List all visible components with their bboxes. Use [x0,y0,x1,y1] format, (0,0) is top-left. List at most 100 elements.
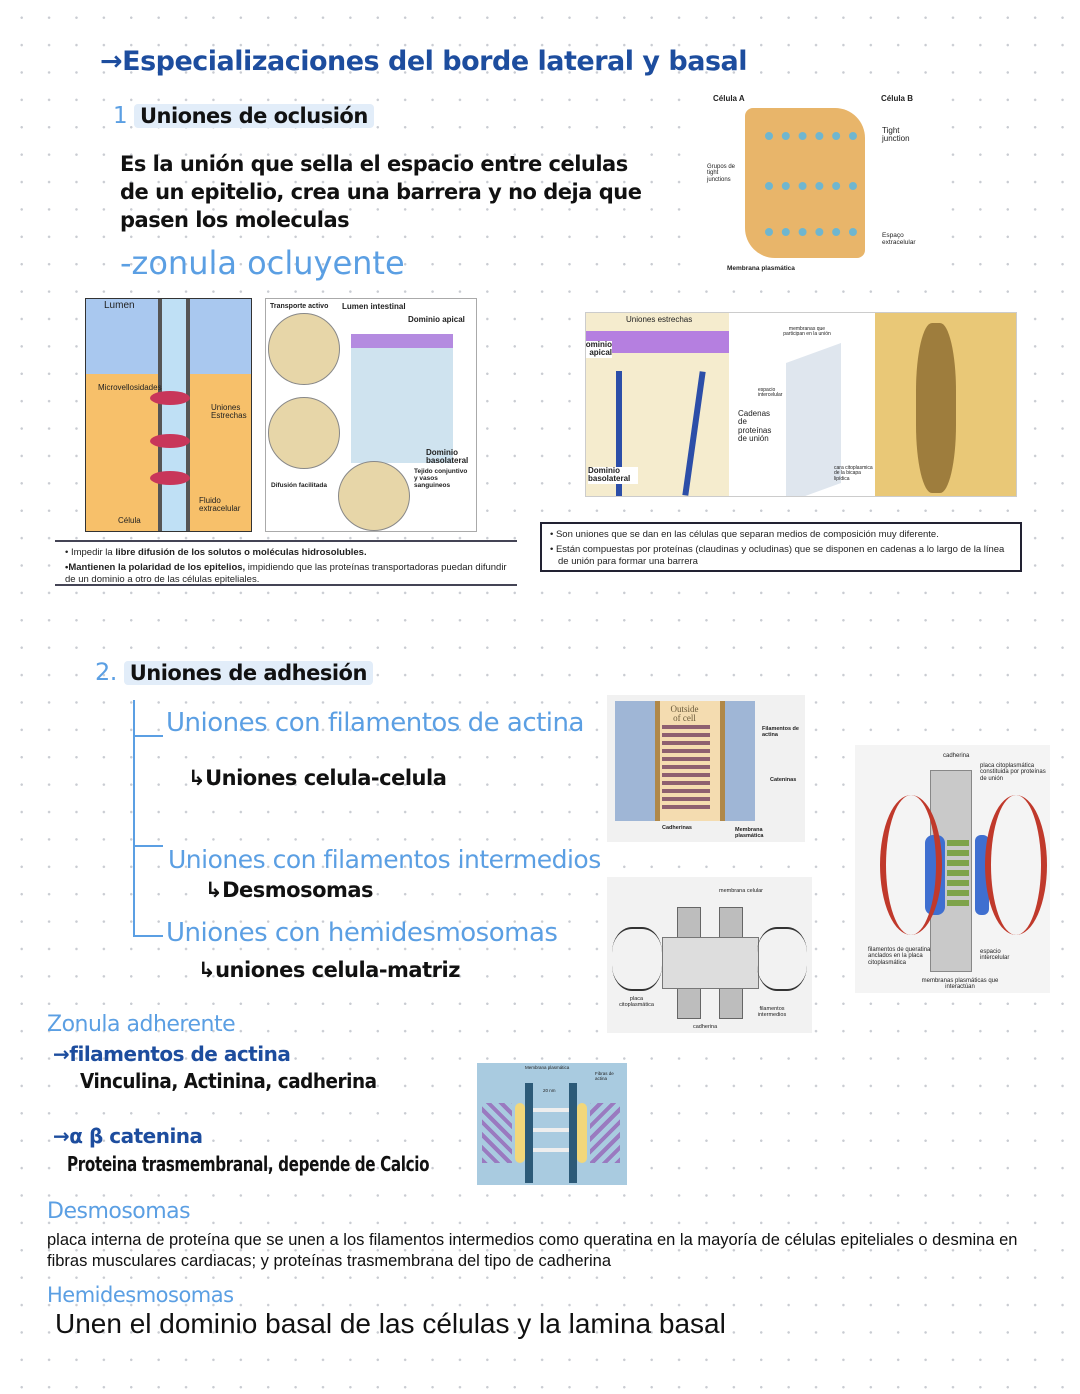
cytoplasmic-plaque [662,937,759,989]
fig-label: Dominio basolateral [426,448,469,466]
transporter-inset [268,397,340,469]
cadherin-links [533,1108,569,1158]
basolateral-membrane [616,371,622,496]
tight-junction-protein [150,434,190,448]
cadherin-bundle [662,725,710,813]
fig-label: Espaço extracelular [882,232,916,246]
intermediate-filaments [612,927,662,991]
tree-branch [133,845,163,847]
caption-text: impidiendo que las proteínas transportad… [65,561,507,585]
tight-junction-protein [150,391,190,405]
zonula-point2-detail: Proteina trasmembranal, depende de Calci… [67,1152,430,1176]
fig-label: Transporte activo [270,303,329,310]
fig-label: Dominio apical [408,315,465,324]
branch-sub: ↳Desmosomas [205,878,374,902]
fig-label: Tight junction [882,126,910,144]
section-title: →Especializaciones del borde lateral y b… [100,46,748,77]
tight-junction-protein [150,471,190,485]
fig-label: Microvellosidades [98,383,162,392]
tree-branch [133,935,163,937]
catenin-plaque [577,1103,587,1163]
fig-label: Membrana plasmática [735,827,764,839]
intermediate-filaments [757,927,807,991]
caption-line: • Están compuestas por proteínas (claudi… [550,543,1005,567]
fig-label: cadherina [943,753,970,759]
caption-item: Son uniones que se dan en las células qu… [555,529,939,540]
fig-label: filamentos de queratina anclados en la p… [868,947,931,966]
fig-label: Grupos de tight junctions [707,164,736,183]
fig-label: Célula A [713,94,745,103]
junction-strand [765,182,857,196]
epithelial-cell [351,334,453,463]
zonula-heading: Zonula adherente [47,1012,236,1037]
fig-label: Cadherinas [662,825,692,831]
hemidesmosomas-text: Unen el dominio basal de las células y l… [55,1308,726,1339]
fig-label: Fluido extracelular [199,496,241,514]
transporter-inset [268,313,340,385]
cadherin-links [947,840,969,910]
fig-label: Fibras de actina [595,1071,614,1081]
zonula-point1: →filamentos de actina [53,1042,291,1066]
keratin-filaments [880,795,942,935]
fig-label: espacio intercelular [980,949,1010,962]
caption-left: • Impedir la libre difusión de los solut… [55,540,517,586]
apical-microvilli [586,331,729,353]
fig-label: Célula B [881,94,914,103]
fig-label: Lumen [104,300,135,311]
adherens-junction-figure: Outside of cell Filamentos de actina Cat… [607,695,805,842]
fig-label: placa citoplasmática [619,996,654,1008]
zonula-point1-detail: Vinculina, Actinina, cadherina [80,1069,377,1093]
branch-sub: ↳uniones celula-matriz [198,958,460,982]
fig-label: membrana celular [719,888,764,894]
plasma-membrane [569,1083,577,1183]
junction-strand [765,228,857,242]
fig-label: cara citoplasmica de la bicapa lipídica [834,465,873,482]
caption-line: • Son uniones que se dan en las células … [550,529,939,540]
desmosomas-heading: Desmosomas [47,1199,191,1224]
micrograph-junction [916,323,956,493]
transport-figure: Transporte activo Lumen intestinal Domin… [265,298,477,532]
intercellular-channel [158,299,190,531]
fig-label: 20 nm [543,1088,556,1093]
desmosomas-text: placa interna de proteína que se unen a … [47,1231,1018,1270]
fig-label: Outside of cell [670,704,699,724]
fig-label: Dominio apical [586,340,612,358]
actin-fibers [482,1103,512,1163]
caption-right: • Son uniones que se dan en las células … [540,522,1022,572]
handwritten-note: -zonula ocluyente [120,244,405,282]
desmosome-schematic-figure: membrana celular placa citoplasmática ca… [607,877,812,1033]
caption-line: • Impedir la libre difusión de los solut… [65,547,507,559]
caption-bold: libre difusión de los solutos o molécula… [115,547,367,558]
fig-label: Cateninas [770,777,797,783]
caption-text: • Impedir la [65,547,116,558]
fig-label: filamentos intermedios [757,1006,787,1018]
branch-hemidesmosomes: Uniones con hemidesmosomas [166,918,558,948]
caption-line: •Mantienen la polaridad de los epitelios… [65,562,507,586]
lumen-figure: Lumen Microvellosidades Uniones Estrecha… [85,298,252,532]
section-number: 2. [95,658,117,686]
caption-item: Están compuestas por proteínas (claudina… [555,543,1005,567]
tree-branch [133,735,163,737]
fig-label: Filamentos de actina [762,726,799,738]
zonula-point2: →α β catenina [53,1124,203,1148]
fig-label: Tejido conjuntivo y vasos sanguineos [414,468,468,489]
caption-bold: •Mantienen la polaridad de los epitelios… [65,561,246,573]
fig-label: Célula [118,516,141,525]
branch-actin: Uniones con filamentos de actina [166,708,584,738]
branch-sub: ↳Uniones celula-celula [188,766,447,790]
fig-label: Cadenas de proteínas de unión [738,409,772,444]
section1-description: Es la unión que sella el espacio entre c… [120,152,642,232]
fig-label: Lumen intestinal [342,302,406,311]
fig-label: cadherina [693,1024,718,1030]
section2-heading: 2. Uniones de adhesión [95,658,373,686]
fig-label: Membrana plasmática [727,265,795,272]
fig-label: placa citoplasmática constituida por pro… [980,763,1046,782]
section1-heading: 1 Uniones de oclusión [113,103,374,129]
fig-label: Dominio basolateral [588,466,638,484]
transporter-inset [338,461,410,531]
keratin-filaments [985,795,1047,935]
section-number: 1 [113,103,128,129]
fig-label: Uniones Estrechas [211,403,247,421]
hemidesmosomas-heading: Hemidesmosomas [47,1283,234,1307]
fig-label: Membrana plasmática [525,1065,570,1070]
